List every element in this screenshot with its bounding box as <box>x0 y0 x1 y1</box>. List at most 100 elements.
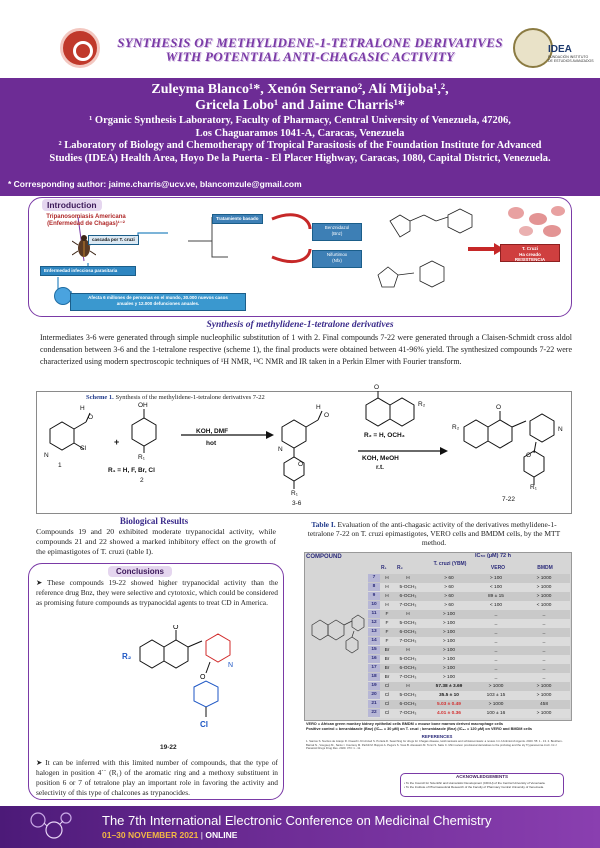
table-cell-vero: > 100 <box>489 575 503 581</box>
atom-r1-product: R₁ <box>530 484 537 491</box>
table-cell-compound: 9 <box>368 592 380 600</box>
table-footnotes: VERO = African green monkey kidney epith… <box>306 722 568 732</box>
table-cell-tcruzi: > 100 <box>442 638 456 644</box>
atom-n-2: N <box>278 446 283 453</box>
table-cell-tcruzi: > 100 <box>442 629 456 635</box>
compound-19-22-structure: O N O Cl R₂ <box>122 625 233 729</box>
table-cell-vero: _ <box>494 647 498 653</box>
compound-722-label: 7-22 <box>502 496 516 503</box>
authors-line-2: Gricela Lobo¹ and Jaime Charris¹* <box>195 98 405 113</box>
table-cell-bmdm: _ <box>542 620 546 626</box>
acknowledgement-2: • To the Institute of Pharmaceutical Res… <box>404 785 544 789</box>
atom-o-3: O <box>298 461 304 468</box>
tripanosomiasis-line-1: Tripanosomiasis Americana <box>46 214 126 220</box>
table-cell-tcruzi: > 100 <box>442 674 456 680</box>
table-title-bold: Table I. <box>311 520 336 529</box>
table-cell-r2: 6-OCH₃ <box>399 629 417 635</box>
table-header-tcruzi: T. cruzi (YBM) <box>433 561 467 567</box>
table-cell-compound: 14 <box>368 637 380 645</box>
idea-logo-text: IDEA <box>548 44 572 55</box>
table-cell-bmdm: > 1000 <box>536 584 552 590</box>
tratamiento-tag: Tratamiento basado <box>212 214 263 224</box>
affiliation-2-line-b: Studies (IDEA) Health Area, Hoyo De la P… <box>49 153 551 164</box>
table-cell-tcruzi: 4.01 ± 0.36 <box>437 710 461 716</box>
benznidazole-abbr: (Bnz) <box>331 230 343 236</box>
table-cell-vero: 89 ± 15 <box>488 593 504 599</box>
compound-1-label: 1 <box>58 462 62 469</box>
introduction-heading: Introduction <box>42 199 102 211</box>
university-seal-logo <box>513 28 553 68</box>
title-line-2: WITH POTENTIAL ANTI-CHAGASIC ACTIVITY <box>165 49 455 64</box>
table-cell-r1: Br <box>384 656 390 662</box>
conference-footer-banner <box>0 806 600 848</box>
nifurtimox-abbr: (Nfx) <box>332 257 342 263</box>
table-cell-vero: > 1000 <box>488 701 504 707</box>
atom-r2-product: R₂ <box>452 424 460 431</box>
table-cell-compound: 18 <box>368 673 380 681</box>
nifurtimox-name: Nifurtimox <box>326 252 348 257</box>
synthesis-heading: Synthesis of methylidene-1-tetralone der… <box>206 320 394 330</box>
table-cell-bmdm: > 1000 <box>536 593 552 599</box>
table-cell-r1: Br <box>384 647 390 653</box>
table-cell-compound: 13 <box>368 628 380 636</box>
idea-logo-subtext-2: DE ESTUDIOS AVANZADOS <box>548 59 594 63</box>
tcruzi-name: T. Cruzi <box>521 246 538 251</box>
table-cell-tcruzi: > 100 <box>442 611 456 617</box>
table-cell-r2: 7-OCH₃ <box>399 710 417 716</box>
atom-o-product-2: O <box>526 452 532 459</box>
scheme-title-rest: Synthesis of the methylidene-1-tetralone… <box>113 394 265 401</box>
conclusions-text-2: ➤ It can be inferred with this limited n… <box>36 758 278 797</box>
table-footnote-1: VERO = African green monkey kidney epith… <box>306 722 503 726</box>
nifurtimox-tag: Nifurtimox (Nfx) <box>312 250 362 268</box>
table-footnote-2: Positive control = benznidazole (Bnz) (I… <box>306 727 532 731</box>
idea-logo: IDEA FUNDACIÓN INSTITUTO DE ESTUDIOS AVA… <box>548 44 594 74</box>
enfermedad-tag: Enfermedad infecciosa parasitaria <box>40 266 136 276</box>
conclusions-heading: Conclusions <box>108 566 173 577</box>
condition-2-top: KOH, MeOH <box>362 455 399 462</box>
affiliation-1: ¹ Organic Synthesis Laboratory, Faculty … <box>0 114 600 140</box>
affiliation-1-line-b: Los Chaguaramos 1041-A, Caracas, Venezue… <box>195 128 405 139</box>
r2-options: R₂ = H, OCH₃ <box>364 432 405 439</box>
table-header-r2: R₂ <box>397 565 403 571</box>
table-cell-vero: _ <box>494 638 498 644</box>
conference-separator: | <box>198 830 206 840</box>
svg-text:O: O <box>173 625 179 631</box>
table-compound-structure <box>311 614 365 654</box>
tcruzi-resistance: Ha creado RESISTENCIA <box>514 251 546 263</box>
table-cell-compound: 10 <box>368 601 380 609</box>
atom-n-1: N <box>44 452 49 459</box>
compound-19-22-label: 19-22 <box>160 744 177 751</box>
atom-o-product: O <box>496 404 502 411</box>
condition-1-top: KOH, DMF <box>196 428 229 435</box>
table-cell-vero: > 1000 <box>488 683 504 689</box>
table-cell-r1: Cl <box>384 692 390 698</box>
atom-r1-2: R₁ <box>138 454 145 461</box>
table-cell-vero: _ <box>494 674 498 680</box>
table-cell-compound: 21 <box>368 700 380 708</box>
table-cell-vero: < 100 <box>489 602 503 608</box>
svg-text:Cl: Cl <box>200 720 208 729</box>
table-cell-r2: 7-OCH₃ <box>399 602 417 608</box>
table-cell-compound: 12 <box>368 619 380 627</box>
table-cell-vero: _ <box>494 629 498 635</box>
table-cell-compound: 16 <box>368 655 380 663</box>
ucv-pharmacy-logo <box>60 28 100 68</box>
title-line-1: SYNTHESIS OF METHYLIDENE-1-TETRALONE DER… <box>117 35 503 50</box>
svg-text:O: O <box>200 674 206 681</box>
tripanosomiasis-label: Tripanosomiasis Americana (Enfermedad de… <box>38 214 134 228</box>
table-cell-bmdm: _ <box>542 647 546 653</box>
table-cell-vero: _ <box>494 620 498 626</box>
table-cell-compound: 8 <box>368 583 380 591</box>
table-header-compound: COMPOUND <box>306 554 342 560</box>
atom-o-2: O <box>324 412 330 419</box>
table-cell-bmdm: > 1000 <box>536 575 552 581</box>
table-cell-bmdm: _ <box>542 665 546 671</box>
table-cell-tcruzi: 5.03 ± 0.49 <box>437 701 461 707</box>
authors-line-1: Zuleyma Blanco¹*, Xenón Serrano², Alí Mi… <box>151 82 449 97</box>
